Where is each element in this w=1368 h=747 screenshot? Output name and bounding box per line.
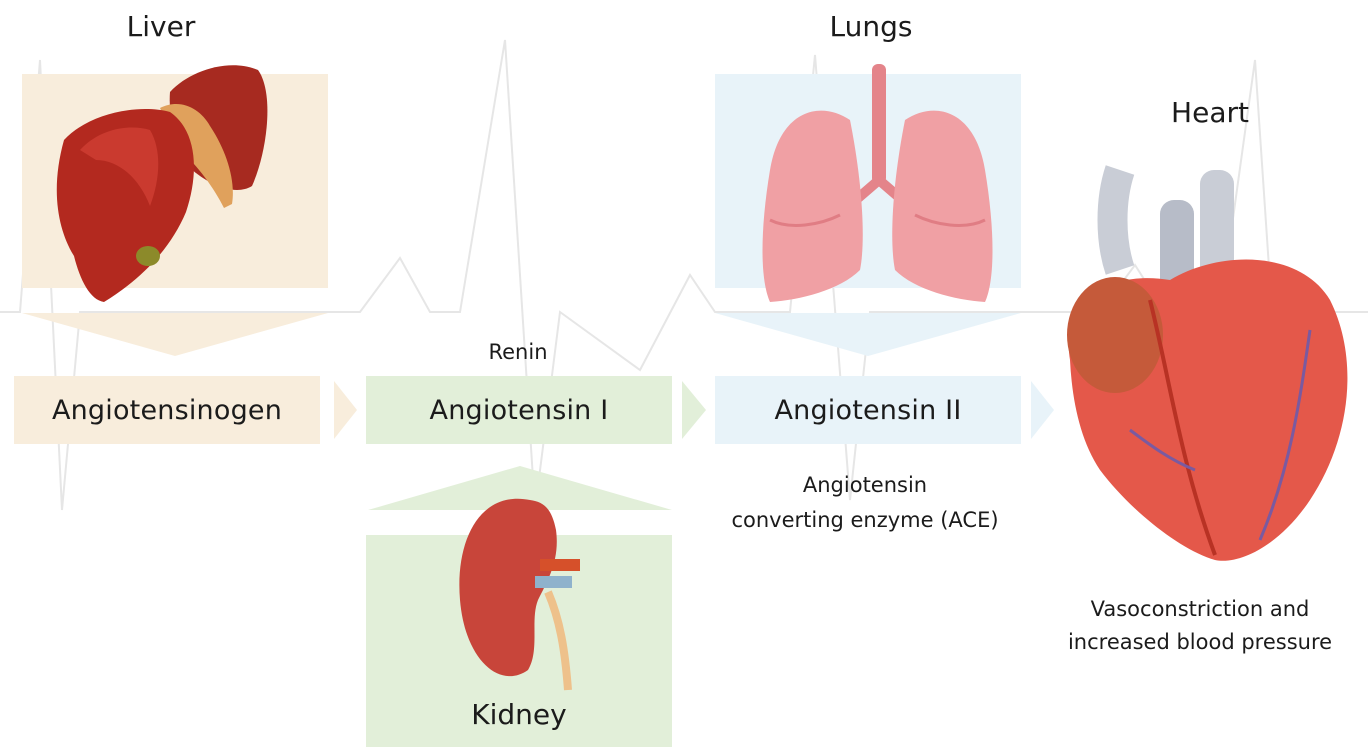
heart-icon	[1067, 170, 1347, 561]
step-angiotensin-ii: Angiotensin II	[715, 376, 1021, 444]
step-angiotensinogen: Angiotensinogen	[14, 376, 320, 444]
outcome-line1: Vasoconstriction and	[1040, 594, 1360, 625]
liver-down-arrow	[22, 313, 328, 356]
liver-label: Liver	[61, 10, 261, 43]
kidney-label: Kidney	[419, 698, 619, 731]
arrow-3	[1031, 381, 1054, 439]
arrow-1	[334, 381, 357, 439]
ace-label-line2: converting enzyme (ACE)	[700, 505, 1030, 536]
ace-label-line1: Angiotensin	[700, 470, 1030, 501]
outcome-line2: increased blood pressure	[1040, 627, 1360, 658]
renin-label: Renin	[418, 337, 618, 368]
lungs-down-arrow	[715, 313, 1021, 356]
lungs-label: Lungs	[771, 10, 971, 43]
step-angiotensin-i: Angiotensin I	[366, 376, 672, 444]
heart-label: Heart	[1110, 96, 1310, 129]
arrow-2	[682, 381, 706, 439]
